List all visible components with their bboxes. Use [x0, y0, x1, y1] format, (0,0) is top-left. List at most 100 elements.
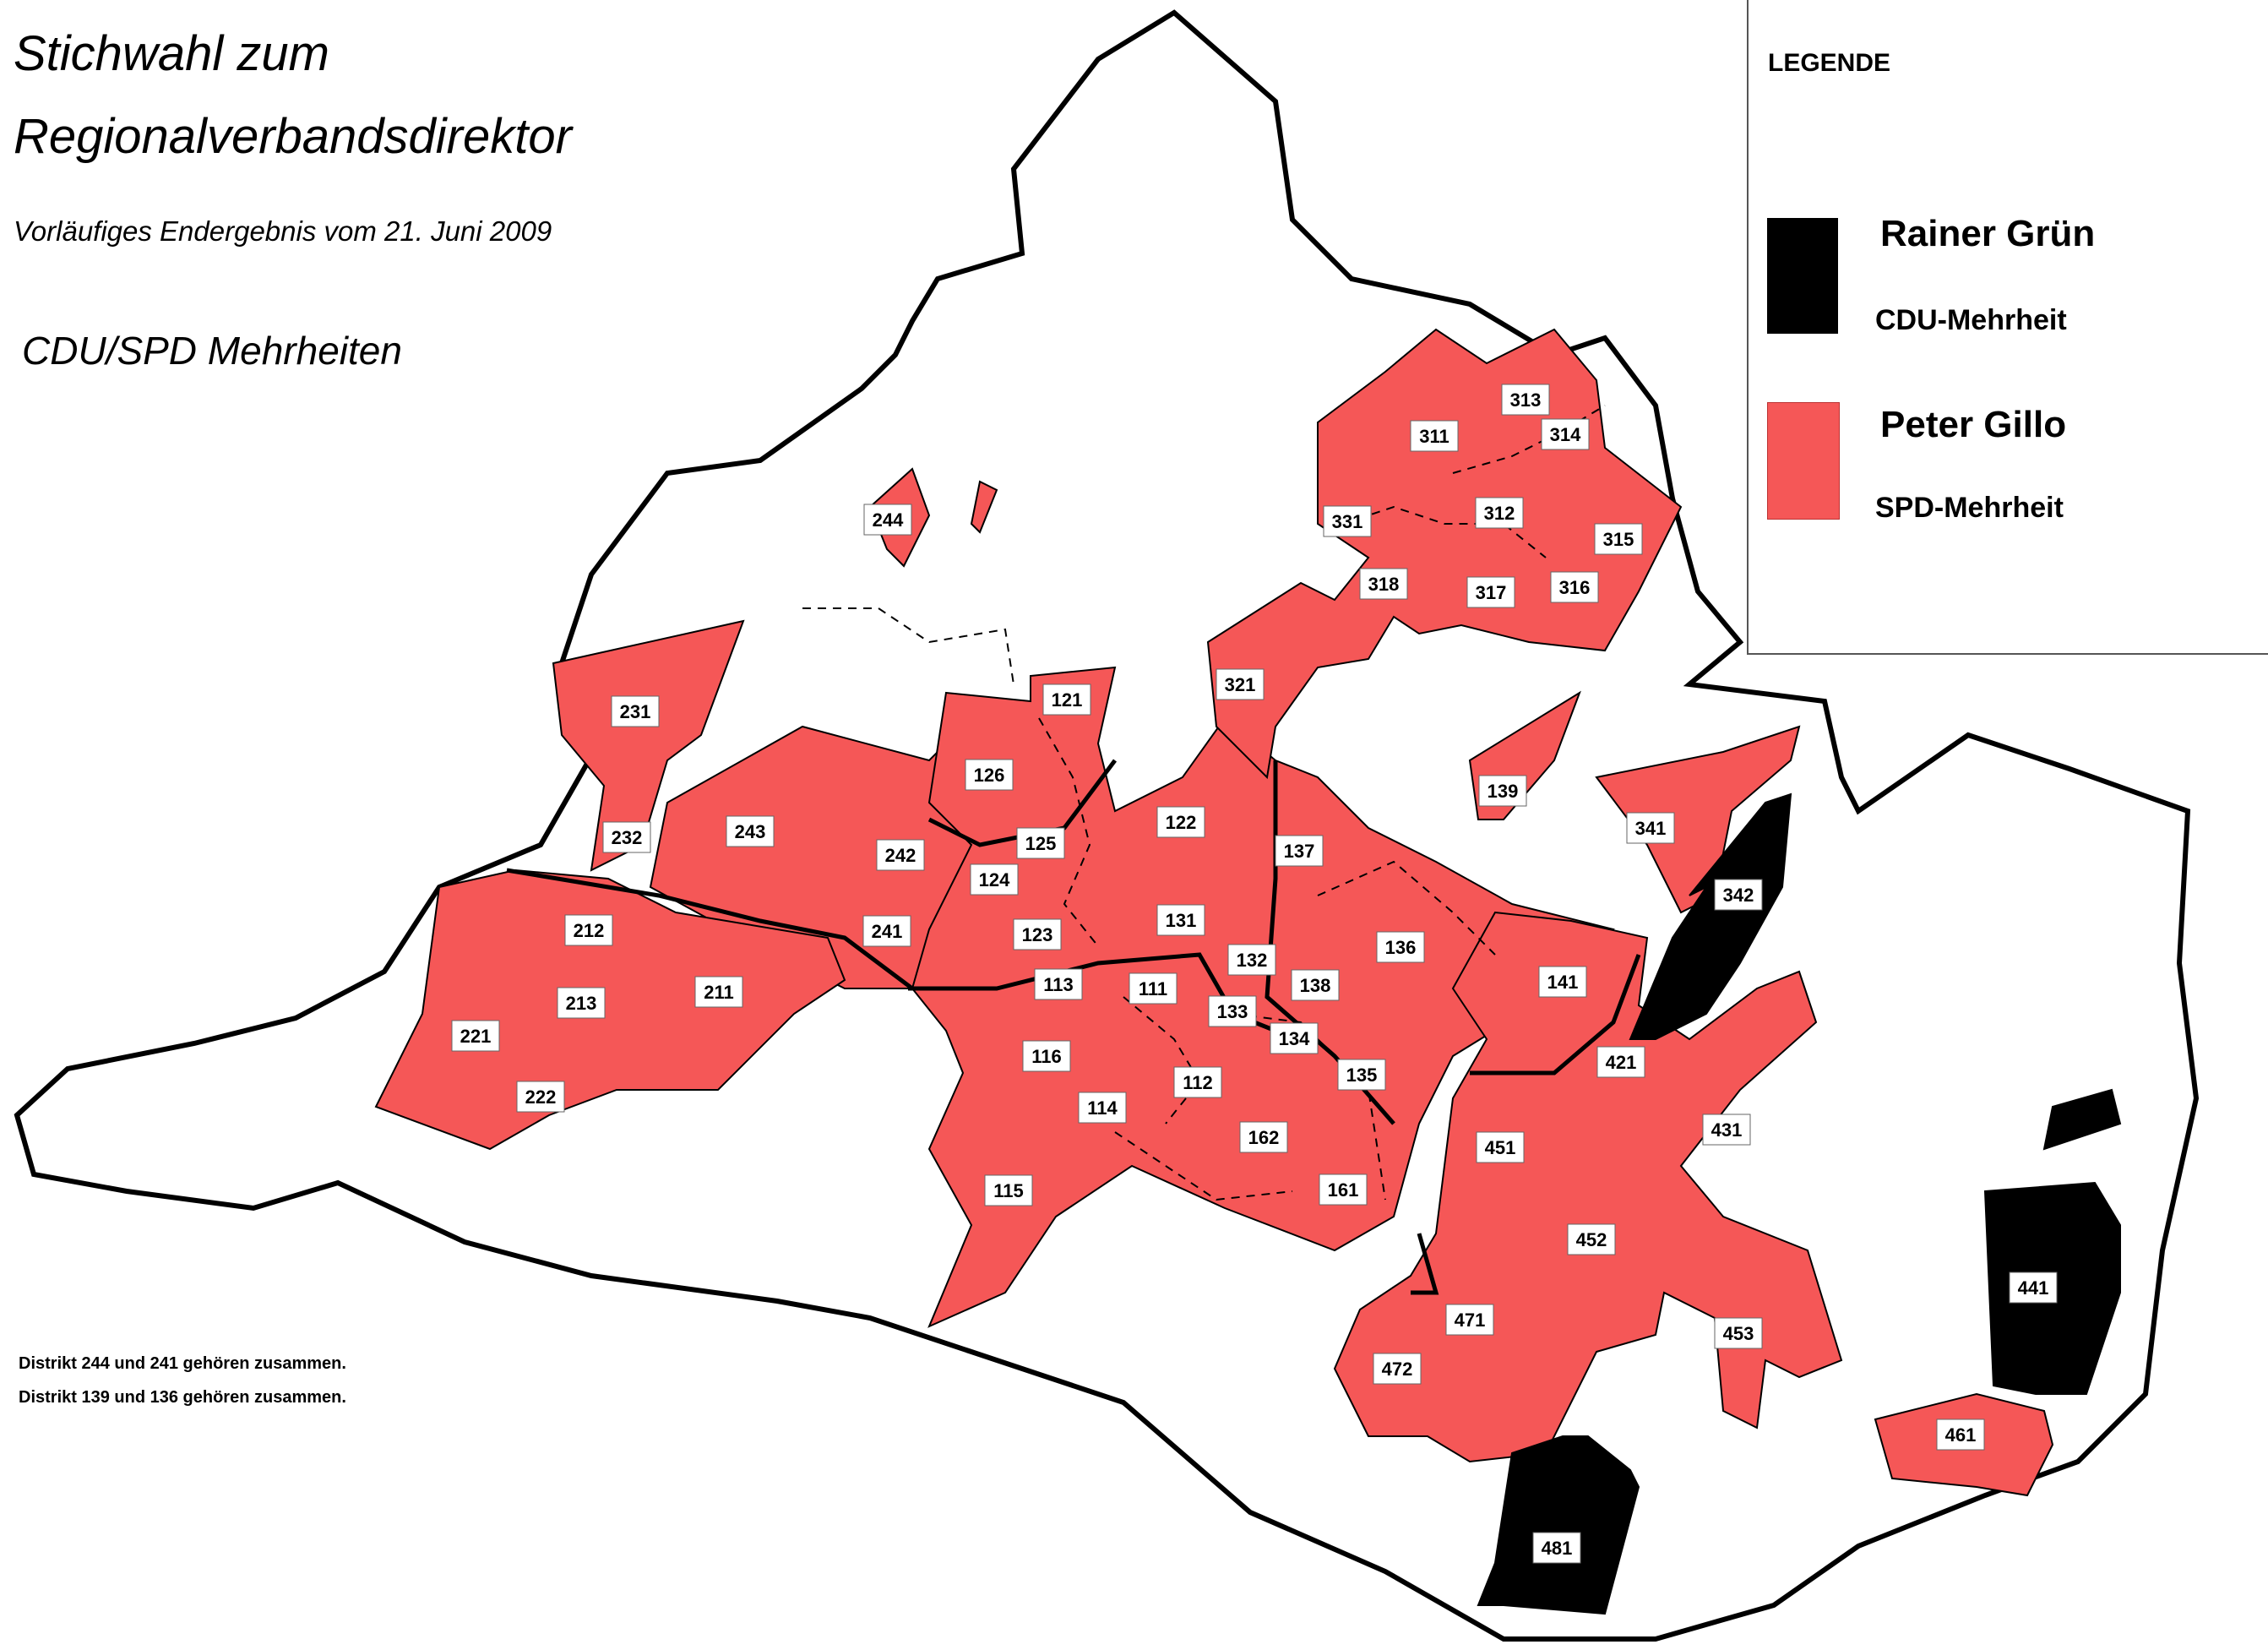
- district-label-text: 122: [1166, 812, 1197, 833]
- district-label-text: 135: [1346, 1065, 1378, 1086]
- district-label-133: 133: [1208, 995, 1257, 1027]
- district-label-text: 134: [1279, 1028, 1310, 1049]
- district-label-box: [611, 695, 660, 727]
- district-label-text: 318: [1368, 574, 1400, 595]
- district-label-text: 124: [979, 869, 1010, 890]
- district-label-box: [1376, 931, 1425, 963]
- district-area-481: [1477, 1435, 1640, 1615]
- district-area-441b: [2042, 1088, 2122, 1151]
- district-label-text: 431: [1711, 1119, 1743, 1141]
- district-area-342: [1629, 792, 1792, 1040]
- district-label-box: [1626, 812, 1675, 844]
- district-label-box: [2009, 1272, 2058, 1304]
- district-label-box: [1270, 1022, 1319, 1054]
- district-label-box: [564, 914, 613, 946]
- district-label-461: 461: [1936, 1419, 1985, 1451]
- district-label-text: 116: [1031, 1046, 1062, 1067]
- district-label-box: [1445, 1304, 1494, 1336]
- district-label-111: 111: [1129, 972, 1178, 1005]
- district-label-text: 139: [1488, 781, 1519, 802]
- district-label-text: 162: [1248, 1127, 1280, 1148]
- legend-panel: LEGENDE Rainer Grün CDU-Mehrheit Peter G…: [1747, 0, 2268, 655]
- district-label-box: [1541, 418, 1590, 450]
- district-label-126: 126: [965, 759, 1014, 791]
- district-label-124: 124: [970, 863, 1019, 896]
- district-label-box: [1275, 835, 1324, 867]
- district-label-box: [1466, 576, 1515, 608]
- district-label-box: [602, 821, 651, 853]
- district-label-box: [1714, 1317, 1763, 1349]
- district-label-box: [1373, 1353, 1422, 1385]
- district-label-box: [1532, 1532, 1581, 1564]
- district-label-text: 113: [1043, 974, 1074, 995]
- district-label-box: [1538, 966, 1587, 998]
- district-label-451: 451: [1476, 1131, 1525, 1163]
- district-label-box: [1476, 1131, 1525, 1163]
- district-label-text: 133: [1217, 1001, 1248, 1022]
- legend-item-name-cdu: Rainer Grün: [1880, 213, 2096, 254]
- district-label-box: [1078, 1092, 1127, 1124]
- district-label-box: [1291, 969, 1340, 1001]
- district-label-212: 212: [564, 914, 613, 946]
- district-label-box: [1337, 1059, 1386, 1091]
- district-label-138: 138: [1291, 969, 1340, 1001]
- district-label-box: [1550, 571, 1599, 603]
- district-label-box: [1410, 420, 1459, 452]
- district-label-116: 116: [1022, 1040, 1071, 1072]
- district-label-318: 318: [1359, 568, 1408, 600]
- district-label-text: 114: [1087, 1097, 1118, 1119]
- district-label-421: 421: [1596, 1046, 1645, 1078]
- district-label-113: 113: [1034, 968, 1083, 1000]
- district-label-text: 481: [1542, 1538, 1573, 1559]
- district-label-box: [1567, 1223, 1616, 1255]
- district-label-text: 213: [566, 993, 597, 1014]
- district-label-text: 212: [574, 920, 605, 941]
- district-label-text: 221: [460, 1026, 492, 1047]
- district-label-242: 242: [876, 839, 925, 871]
- district-label-box: [1216, 668, 1265, 700]
- district-label-text: 222: [525, 1086, 557, 1108]
- district-label-box: [1596, 1046, 1645, 1078]
- district-label-box: [1594, 523, 1643, 555]
- district-label-box: [965, 759, 1014, 791]
- district-label-text: 452: [1576, 1229, 1607, 1250]
- district-label-box: [1042, 683, 1091, 716]
- district-label-481: 481: [1532, 1532, 1581, 1564]
- district-label-text: 451: [1485, 1137, 1516, 1158]
- district-label-243: 243: [726, 815, 775, 847]
- map-caption: CDU/SPD Mehrheiten: [22, 329, 402, 373]
- district-label-text: 211: [704, 982, 734, 1003]
- district-label-232: 232: [602, 821, 651, 853]
- district-label-text: 241: [872, 921, 903, 942]
- district-label-text: 453: [1723, 1323, 1754, 1344]
- legend-title: LEGENDE: [1768, 49, 1891, 77]
- district-label-box: [1323, 505, 1372, 537]
- district-label-box: [1239, 1121, 1288, 1153]
- legend-item-sub-cdu: CDU-Mehrheit: [1875, 304, 2067, 336]
- district-area-21x-22x: [374, 869, 846, 1151]
- district-label-text: 316: [1559, 577, 1591, 598]
- district-label-box: [1501, 384, 1550, 416]
- district-label-text: 331: [1332, 511, 1363, 532]
- district-label-244: 244: [863, 504, 912, 536]
- district-label-141: 141: [1538, 966, 1587, 998]
- district-label-text: 132: [1237, 950, 1268, 971]
- district-label-text: 441: [2018, 1277, 2049, 1299]
- district-label-text: 121: [1052, 689, 1083, 711]
- district-label-162: 162: [1239, 1121, 1288, 1153]
- district-label-text: 421: [1606, 1052, 1637, 1073]
- district-label-213: 213: [557, 987, 606, 1019]
- district-label-box: [1016, 827, 1065, 859]
- district-label-text: 126: [974, 765, 1005, 786]
- district-label-box: [1714, 879, 1763, 911]
- district-label-135: 135: [1337, 1059, 1386, 1091]
- district-label-box: [557, 987, 606, 1019]
- district-label-text: 461: [1945, 1424, 1977, 1446]
- district-label-box: [1227, 944, 1276, 976]
- legend-swatch-spd: [1767, 402, 1840, 520]
- district-label-text: 138: [1300, 975, 1331, 996]
- district-label-text: 125: [1025, 833, 1057, 854]
- district-label-box: [516, 1081, 565, 1113]
- district-label-text: 471: [1455, 1310, 1486, 1331]
